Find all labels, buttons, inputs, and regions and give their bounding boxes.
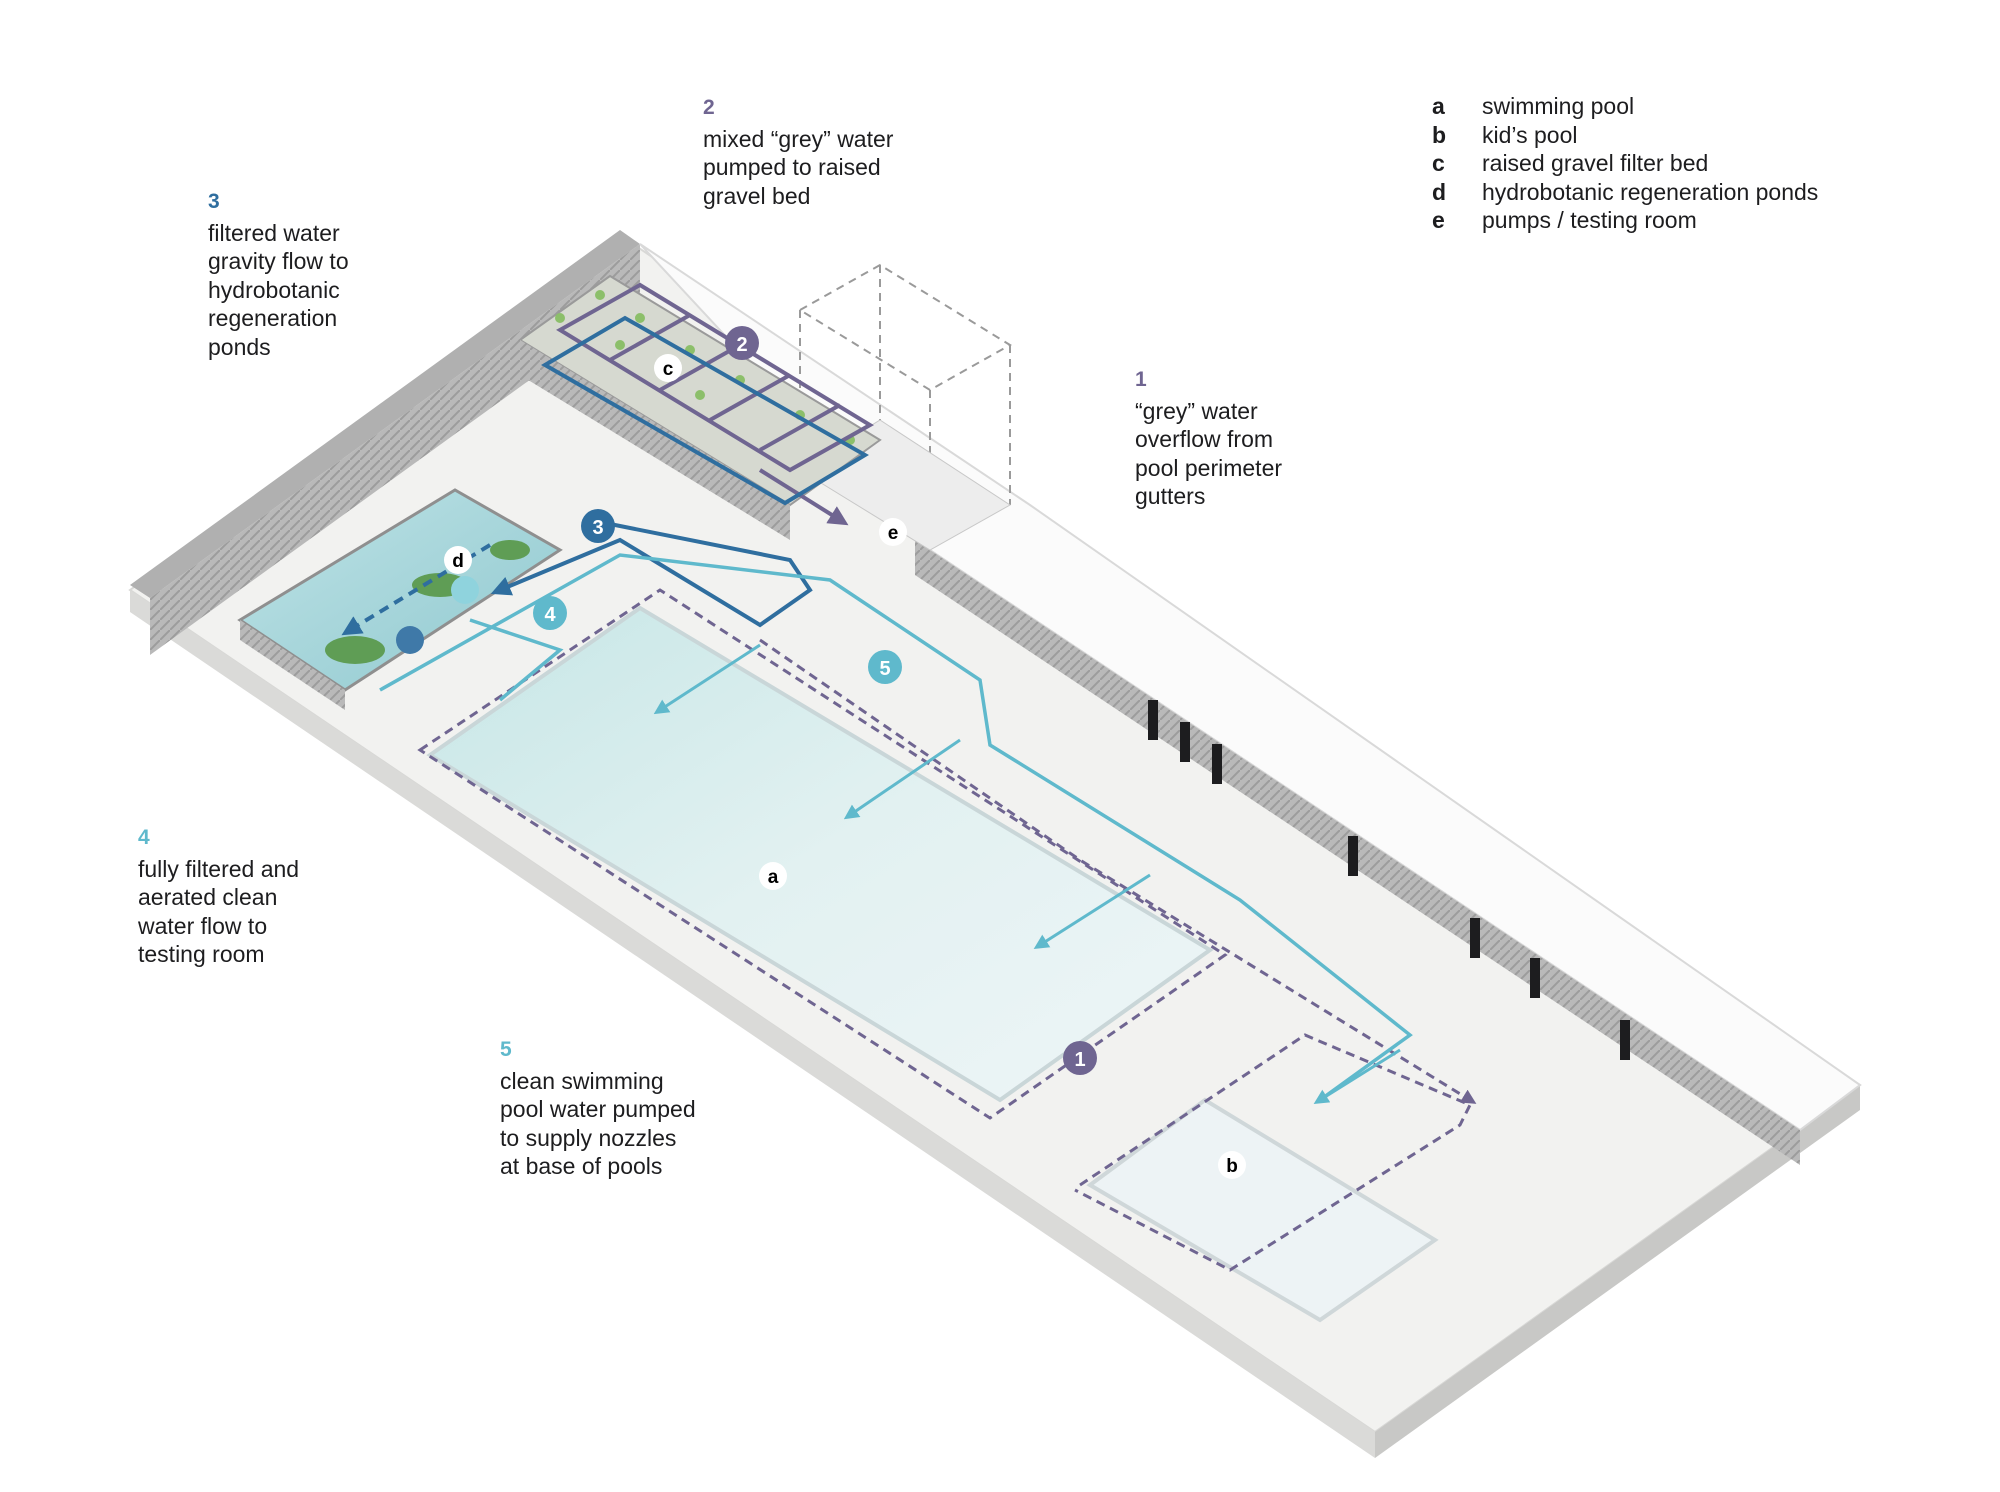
svg-text:5: 5	[879, 658, 890, 680]
svg-text:2: 2	[736, 334, 747, 356]
note-1-text: “grey” water overflow from pool perimete…	[1135, 397, 1283, 510]
legend-key: e	[1432, 207, 1445, 233]
note-5-text: clean swimming pool water pumped to supp…	[500, 1067, 696, 1180]
legend-label: raised gravel filter bed	[1482, 150, 1709, 176]
flow-5-nozzle-arrows	[653, 643, 1401, 1104]
note-5: 5 clean swimming pool water pumped to su…	[500, 1036, 696, 1181]
pond-wall	[240, 620, 345, 710]
rear-wall-top	[130, 230, 640, 598]
legend-key: d	[1432, 178, 1447, 205]
note-1: 1 “grey” water overflow from pool perime…	[1135, 366, 1282, 511]
note-4-text: fully filtered and aerated clean water f…	[138, 855, 300, 968]
flow-4-clean-pipe	[379, 553, 1413, 1102]
svg-text:c: c	[663, 359, 674, 380]
badge-5: 5	[868, 650, 902, 684]
note-1-number: 1	[1135, 368, 1147, 391]
legend-label: swimming pool	[1482, 93, 1635, 119]
flow-1-pool-loop	[417, 588, 1228, 1120]
tag-d: d	[444, 546, 472, 574]
legend-key: a	[1432, 93, 1445, 119]
note-4: 4 fully filtered and aerated clean water…	[138, 824, 299, 969]
building-doors	[1148, 700, 1630, 1060]
pond-tank-2	[396, 626, 424, 654]
badge-4: 4	[533, 596, 567, 630]
legend-label: hydrobotanic regeneration ponds	[1482, 178, 1819, 205]
note-2-number: 2	[703, 96, 715, 119]
svg-text:b: b	[1226, 1156, 1238, 1177]
svg-text:e: e	[888, 523, 899, 544]
svg-text:1: 1	[1074, 1049, 1085, 1071]
legend-key: c	[1432, 150, 1445, 176]
tag-c: c	[654, 354, 682, 382]
gravel-bed-plants	[555, 290, 855, 445]
legend: a swimming pool b kid’s pool c raised gr…	[1432, 92, 1818, 235]
note-4-number: 4	[138, 826, 150, 849]
platform-side-face	[1375, 1085, 1860, 1458]
note-3: 3 filtered water gravity flow to hydrobo…	[208, 188, 349, 361]
legend-row: c raised gravel filter bed	[1432, 149, 1818, 178]
legend-row: a swimming pool	[1432, 92, 1818, 121]
note-3-text: filtered water gravity flow to hydrobota…	[208, 219, 349, 360]
note-2: 2 mixed “grey” water pumped to raised gr…	[703, 94, 893, 210]
tag-b: b	[1218, 1151, 1246, 1179]
legend-key: b	[1432, 121, 1447, 148]
rear-wall-face	[150, 244, 640, 655]
legend-row: d hydrobotanic regeneration ponds	[1432, 178, 1818, 207]
swimming-pool-basin	[426, 605, 1214, 1103]
badge-3: 3	[581, 509, 615, 543]
pond-reeds	[325, 540, 530, 664]
badge-2: 2	[725, 326, 759, 360]
flow-3-filtered-pipe	[341, 315, 869, 636]
svg-text:a: a	[768, 867, 779, 888]
legend-label: pumps / testing room	[1482, 207, 1697, 233]
tag-a: a	[759, 862, 787, 890]
svg-text:3: 3	[592, 517, 603, 539]
legend-row: e pumps / testing room	[1432, 206, 1818, 235]
svg-text:d: d	[452, 551, 464, 572]
legend-row: b kid’s pool	[1432, 121, 1818, 150]
tag-e: e	[879, 518, 907, 546]
platform-front-face	[130, 590, 1375, 1458]
legend-label: kid’s pool	[1482, 121, 1578, 148]
pond-tank	[451, 576, 479, 604]
note-3-number: 3	[208, 190, 220, 213]
note-5-number: 5	[500, 1038, 512, 1061]
flow-1-kids-loop	[1074, 1033, 1473, 1272]
kids-pool-basin	[1086, 1097, 1439, 1323]
note-2-text: mixed “grey” water pumped to raised grav…	[703, 125, 894, 209]
badge-1: 1	[1063, 1041, 1097, 1075]
svg-text:4: 4	[544, 604, 556, 626]
flow-1-return	[759, 638, 1477, 1104]
